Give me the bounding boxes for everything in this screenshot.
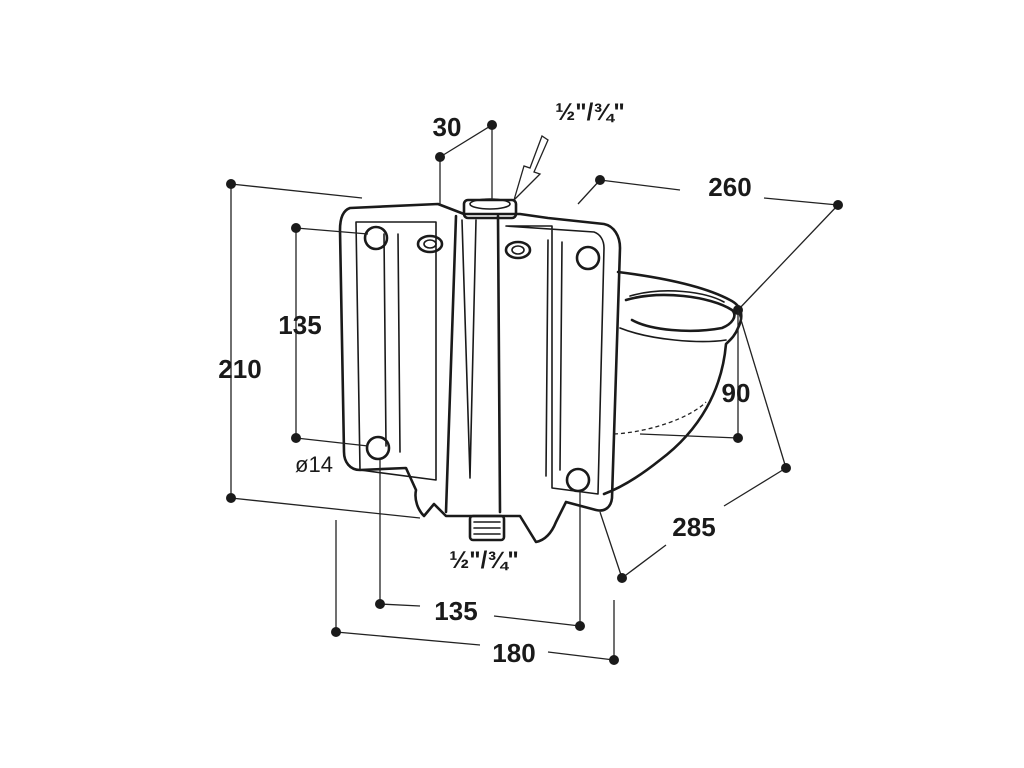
rib-left-1 [383, 233, 387, 447]
central-column [444, 214, 502, 514]
rib-left-2 [397, 233, 401, 453]
dimension-labels: 30 ½"/¾" 260 210 135 ø14 90 285 ½"/¾" 13… [218, 99, 751, 668]
dim-label-length-diagonal: 285 [672, 512, 715, 542]
top-thread-arrow [513, 135, 549, 201]
dim-label-hole-vertical: 135 [278, 310, 321, 340]
dim-label-hole-horizontal: 135 [434, 596, 477, 626]
mounting-hole-top-right [575, 245, 601, 271]
dim-label-top-thread: ½"/¾" [555, 99, 624, 126]
bolt-left [416, 234, 444, 254]
bowl-rim-inner [629, 290, 725, 303]
rib-right-1 [545, 239, 549, 477]
bowl-rim [624, 293, 736, 333]
dimension-lines [226, 120, 843, 665]
bottom-connector [468, 514, 506, 542]
drinking-bowl-body [338, 198, 743, 544]
bolt-right [504, 240, 532, 260]
back-plate-outline [338, 202, 622, 544]
dim-label-height-total: 210 [218, 354, 261, 384]
dim-label-bowl-height: 90 [722, 378, 751, 408]
bowl-inner-lip [619, 327, 727, 343]
mounting-hole-top-left [363, 225, 389, 251]
rib-right-2 [559, 241, 563, 471]
dim-label-width-top: 30 [433, 112, 462, 142]
bowl-outline [602, 270, 743, 496]
mounting-hole-bottom-right [565, 467, 591, 493]
dim-label-depth: 260 [708, 172, 751, 202]
back-plate-frame [355, 221, 437, 481]
back-plate-frame-right [505, 225, 605, 495]
central-column-groove [461, 219, 477, 479]
mounting-hole-bottom-left [365, 435, 391, 461]
dim-label-bottom-thread: ½"/¾" [449, 547, 518, 574]
dim-label-width-bottom: 180 [492, 638, 535, 668]
dim-label-hole-diameter: ø14 [295, 452, 333, 477]
bowl-water-line [613, 401, 707, 435]
top-connector [462, 198, 518, 220]
